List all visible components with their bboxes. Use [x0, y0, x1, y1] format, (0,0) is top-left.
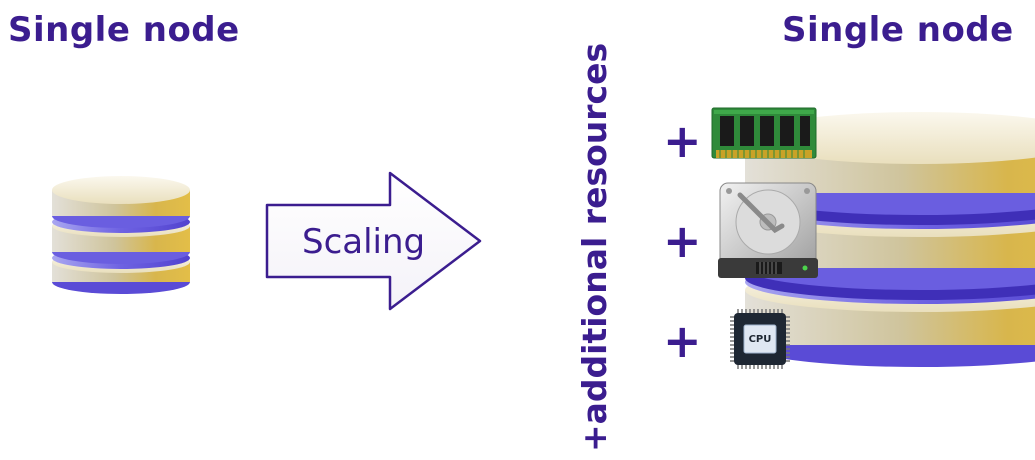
- large-database-icon: [745, 112, 1035, 367]
- ram-module-icon: [711, 107, 817, 159]
- scaling-arrow: [265, 171, 482, 311]
- additional-resources-label: +additional resources: [575, 42, 614, 452]
- right-node-title: Single node: [782, 10, 1014, 50]
- cpu-chip-icon: [730, 309, 790, 369]
- small-database-icon: [52, 176, 190, 294]
- cpu-chip-text: CPU: [748, 333, 772, 345]
- plus-sign-ram: +: [663, 114, 702, 168]
- hard-drive-icon: [718, 182, 818, 278]
- left-node-title: Single node: [8, 10, 240, 50]
- plus-sign-hdd: +: [663, 214, 702, 268]
- scaling-label: Scaling: [302, 222, 426, 262]
- plus-sign-cpu: +: [663, 314, 702, 368]
